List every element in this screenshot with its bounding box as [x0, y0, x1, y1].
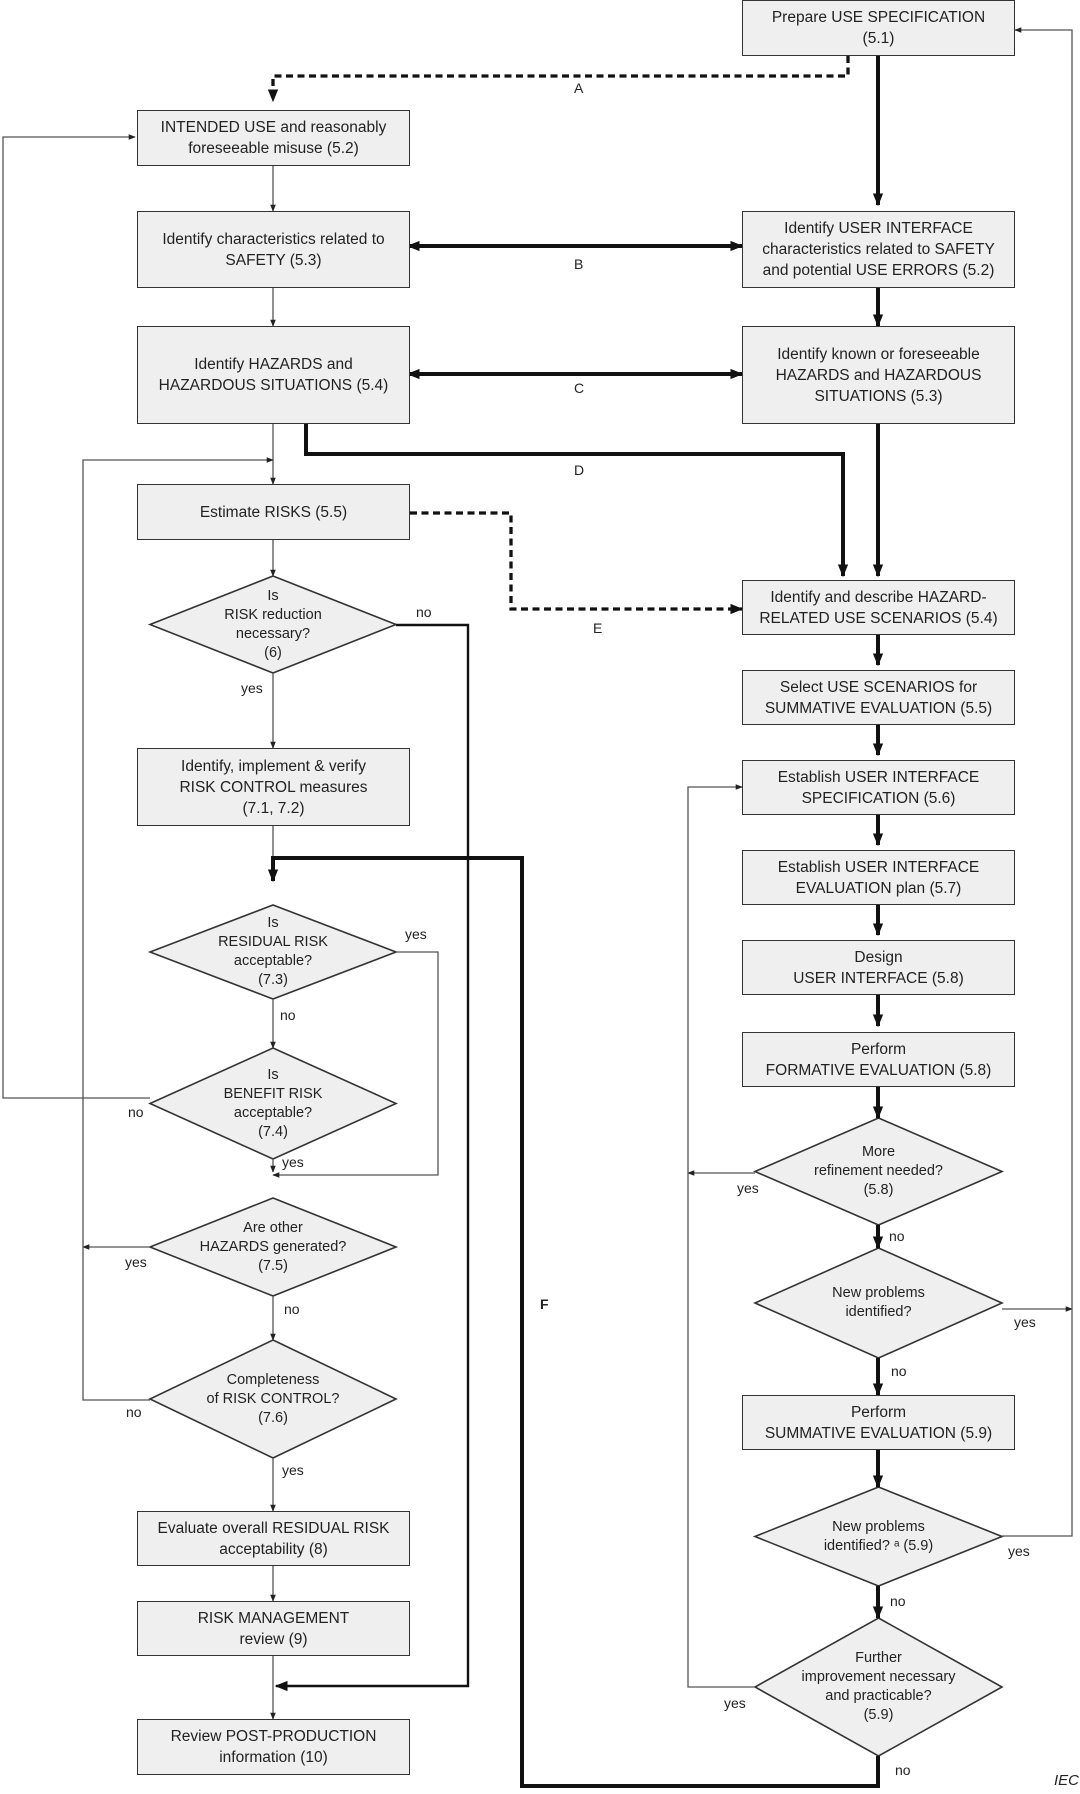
more-refinement-decision: More refinement needed? (5.8): [755, 1118, 1002, 1225]
hazard-use-scenarios-text: Identify and describe HAZARD- RELATED US…: [759, 588, 998, 627]
new-problems-1-text: New problems identified?: [832, 1285, 925, 1320]
new-problems-2-yes-label: yes: [1008, 1543, 1030, 1559]
hazard-use-scenarios-box: Identify and describe HAZARD- RELATED US…: [742, 580, 1015, 635]
completeness-no-label: no: [126, 1404, 142, 1420]
thin-connectors: [2, 27, 1073, 1720]
prepare-use-specification-box: Prepare USE SPECIFICATION (5.1): [742, 0, 1015, 56]
decision-diamonds: [147, 575, 1005, 1757]
benefit-yes-label: yes: [282, 1154, 304, 1170]
completeness-yes-label: yes: [282, 1462, 304, 1478]
summative-evaluation-text: Perform SUMMATIVE EVALUATION (5.9): [764, 1403, 993, 1442]
intended-use-box: INTENDED USE and reasonably foreseeable …: [137, 110, 410, 166]
residual-risk-decision: Is RESIDUAL RISK acceptable? (7.3): [150, 905, 396, 999]
design-ui-text: Design USER INTERFACE (5.8): [793, 948, 964, 987]
other-hazards-decision: Are other HAZARDS generated? (7.5): [150, 1198, 396, 1296]
post-production-review-text: Review POST-PRODUCTION information (10): [170, 1728, 377, 1766]
further-improvement-yes-label: yes: [724, 1695, 746, 1711]
prepare-use-specification-text: Prepare USE SPECIFICATION (5.1): [771, 9, 986, 47]
ui-characteristics-text: Identify USER INTERFACE characteristics …: [762, 220, 995, 279]
implement-risk-control-box: Identify, implement & verify RISK CONTRO…: [137, 748, 410, 826]
formative-evaluation-box: Perform FORMATIVE EVALUATION (5.8): [742, 1032, 1015, 1087]
characteristics-safety-box: Identify characteristics related to SAFE…: [137, 211, 410, 288]
ui-specification-text: Establish USER INTERFACE SPECIFICATION (…: [777, 768, 980, 807]
further-improvement-decision: Further improvement necessary and practi…: [755, 1618, 1002, 1756]
evaluate-overall-residual-box: Evaluate overall RESIDUAL RISK acceptabi…: [137, 1511, 410, 1566]
risk-reduction-yes-label: yes: [241, 680, 263, 696]
evaluate-overall-residual-text: Evaluate overall RESIDUAL RISK acceptabi…: [157, 1519, 390, 1558]
dashed-connectors: [267, 56, 850, 615]
estimate-risks-text: Estimate RISKS (5.5): [199, 503, 348, 521]
post-production-review-box: Review POST-PRODUCTION information (10): [137, 1719, 410, 1775]
implement-risk-control-text: Identify, implement & verify RISK CONTRO…: [179, 757, 368, 817]
select-use-scenarios-box: Select USE SCENARIOS for SUMMATIVE EVALU…: [742, 670, 1015, 725]
ui-evaluation-plan-text: Establish USER INTERFACE EVALUATION plan…: [777, 858, 980, 897]
edge-label-e: E: [593, 620, 603, 636]
edge-label-f: F: [540, 1296, 549, 1312]
risk-reduction-text: Is RISK reduction necessary? (6): [224, 587, 322, 661]
ui-specification-box: Establish USER INTERFACE SPECIFICATION (…: [742, 760, 1015, 815]
known-hazards-box: Identify known or foreseeable HAZARDS an…: [742, 326, 1015, 424]
edge-label-c: C: [574, 380, 585, 396]
completeness-text: Completeness of RISK CONTROL? (7.6): [206, 1371, 340, 1426]
more-refinement-no-label: no: [889, 1228, 905, 1244]
other-hazards-no-label: no: [284, 1301, 300, 1317]
further-improvement-no-label: no: [895, 1762, 911, 1778]
identify-hazards-box: Identify HAZARDS and HAZARDOUS SITUATION…: [137, 326, 410, 424]
new-problems-1-yes-label: yes: [1014, 1314, 1036, 1330]
select-use-scenarios-text: Select USE SCENARIOS for SUMMATIVE EVALU…: [764, 678, 993, 717]
residual-risk-text: Is RESIDUAL RISK acceptable? (7.3): [218, 915, 328, 988]
ui-evaluation-plan-box: Establish USER INTERFACE EVALUATION plan…: [742, 850, 1015, 905]
benefit-risk-decision: Is BENEFIT RISK acceptable? (7.4): [150, 1048, 396, 1159]
benefit-risk-text: Is BENEFIT RISK acceptable? (7.4): [223, 1066, 323, 1140]
formative-evaluation-text: Perform FORMATIVE EVALUATION (5.8): [765, 1040, 992, 1079]
intended-use-text: INTENDED USE and reasonably foreseeable …: [160, 119, 387, 157]
risk-management-review-text: RISK MANAGEMENT review (9): [197, 1609, 350, 1648]
identify-hazards-text: Identify HAZARDS and HAZARDOUS SITUATION…: [158, 356, 389, 394]
thick-connectors: [267, 56, 884, 1788]
new-problems-2-text: New problems identified? ᵃ (5.9): [823, 1518, 934, 1554]
risk-reduction-no-label: no: [416, 604, 432, 620]
more-refinement-yes-label: yes: [737, 1180, 759, 1196]
residual-yes-label: yes: [405, 926, 427, 942]
ui-characteristics-box: Identify USER INTERFACE characteristics …: [742, 211, 1015, 288]
residual-no-label: no: [280, 1007, 296, 1023]
further-improvement-text: Further improvement necessary and practi…: [801, 1650, 956, 1723]
more-refinement-text: More refinement needed? (5.8): [814, 1144, 943, 1198]
estimate-risks-box: Estimate RISKS (5.5): [137, 484, 410, 540]
new-problems-1-no-label: no: [891, 1363, 907, 1379]
completeness-decision: Completeness of RISK CONTROL? (7.6): [150, 1340, 396, 1458]
design-ui-box: Design USER INTERFACE (5.8): [742, 940, 1015, 995]
new-problems-2-decision: New problems identified? ᵃ (5.9): [755, 1487, 1002, 1586]
other-hazards-yes-label: yes: [125, 1254, 147, 1270]
characteristics-safety-text: Identify characteristics related to SAFE…: [162, 230, 385, 269]
new-problems-1-decision: New problems identified?: [755, 1248, 1002, 1358]
benefit-no-label: no: [128, 1104, 144, 1120]
edge-label-d: D: [574, 462, 585, 478]
risk-reduction-decision: Is RISK reduction necessary? (6): [150, 576, 396, 673]
edge-label-b: B: [574, 256, 584, 272]
edge-label-a: A: [574, 80, 584, 96]
risk-management-review-box: RISK MANAGEMENT review (9): [137, 1601, 410, 1656]
iec-mark: IEC: [1054, 1772, 1080, 1789]
new-problems-2-no-label: no: [890, 1593, 906, 1609]
known-hazards-text: Identify known or foreseeable HAZARDS an…: [775, 345, 982, 405]
summative-evaluation-box: Perform SUMMATIVE EVALUATION (5.9): [742, 1395, 1015, 1450]
other-hazards-text: Are other HAZARDS generated? (7.5): [199, 1219, 347, 1274]
